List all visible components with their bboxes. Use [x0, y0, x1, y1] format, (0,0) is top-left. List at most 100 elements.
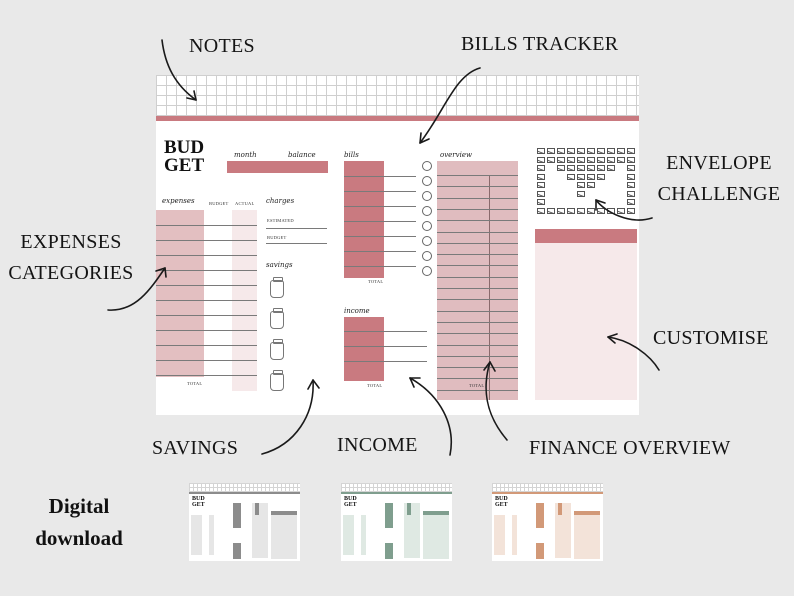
thumbnail-block	[385, 543, 393, 559]
envelope-icon	[597, 156, 605, 163]
envelope-icon	[607, 156, 615, 163]
envelope-icon	[567, 207, 575, 214]
envelope-icon	[627, 156, 635, 163]
thumbnail-block	[361, 515, 366, 555]
customise-area	[535, 243, 637, 400]
envelope-icon	[577, 190, 585, 197]
envelope-icon	[537, 190, 545, 197]
overview-row-line	[437, 175, 518, 176]
envelope-arrow	[595, 199, 653, 221]
thumbnail-block	[252, 503, 268, 558]
income-label: income	[344, 307, 370, 315]
thumbnail-block	[512, 515, 517, 555]
thumbnail-notes-grid	[189, 483, 300, 492]
savings-jar-icon	[270, 308, 284, 329]
notes-arrow	[161, 39, 197, 101]
income-total-label: TOTAL	[367, 383, 383, 388]
thumbnail-block	[423, 515, 449, 559]
envelope-icon	[627, 173, 635, 180]
estimated-label: ESTIMATED	[267, 218, 294, 223]
expense-row-line	[156, 360, 257, 361]
envelope-icon	[557, 207, 565, 214]
envelope-icon	[597, 148, 605, 154]
thumbnail-block	[423, 511, 449, 515]
bill-paid-checkbox	[422, 266, 432, 276]
thumbnail-block	[574, 515, 600, 559]
bill-row-line	[344, 206, 416, 207]
overview-row-line	[437, 333, 518, 335]
savings-jar-icon	[270, 370, 284, 391]
finance-overview-table	[437, 161, 518, 400]
savings-arrow	[261, 379, 314, 455]
envelope-icon	[537, 182, 545, 188]
envelope-icon	[587, 165, 595, 171]
income-row-line	[344, 361, 427, 362]
bill-row-line	[344, 266, 416, 267]
envelope-icon	[597, 207, 605, 214]
envelope-icon	[547, 207, 555, 214]
thumbnail-block	[255, 503, 259, 515]
overview-column-divider	[489, 175, 490, 400]
overview-row-line	[437, 367, 518, 369]
overview-row-line	[437, 378, 518, 380]
envelope-icon	[597, 165, 605, 171]
bill-paid-checkbox	[422, 221, 432, 231]
overview-row-line	[437, 299, 518, 301]
savings-label: savings	[266, 261, 293, 269]
thumbnail-block	[404, 503, 420, 558]
envelope-icon	[537, 173, 545, 180]
expense-row-line	[156, 345, 257, 346]
bill-row-line	[344, 251, 416, 252]
envelope-icon	[537, 199, 545, 205]
income-row-line	[344, 331, 427, 332]
thumbnail-block	[233, 543, 241, 559]
callout-notes: NOTES	[189, 35, 255, 57]
envelope-icon	[607, 165, 615, 171]
overview-row-line	[437, 220, 518, 222]
thumbnail-title-line1: BUD	[192, 496, 205, 502]
planner-title: BUD GET	[164, 138, 204, 175]
overview-row-line	[437, 208, 518, 210]
envelope-icon	[627, 165, 635, 171]
expense-row-line	[156, 255, 257, 256]
thumbnail-block	[209, 515, 214, 555]
envelope-icon	[557, 156, 565, 163]
expense-row-line	[156, 225, 257, 226]
envelope-icon	[627, 199, 635, 205]
budget-column-header: BUDGET	[209, 201, 229, 206]
envelope-icon	[557, 165, 565, 171]
overview-row-line	[437, 355, 518, 357]
bills-label: bills	[344, 151, 359, 159]
digital-download-label: Digital download	[35, 494, 123, 550]
thumbnail-header-bar	[492, 492, 603, 494]
overview-row-line	[437, 242, 518, 244]
income-row-line	[344, 346, 427, 347]
callout-customise: CUSTOMISE	[653, 327, 769, 349]
thumbnail-block	[343, 515, 354, 555]
envelope-icon	[537, 156, 545, 163]
envelope-icon	[617, 148, 625, 154]
overview-row-line	[437, 265, 518, 267]
charges-label: charges	[266, 197, 295, 205]
envelope-icon	[597, 173, 605, 180]
bill-row-line	[344, 176, 416, 177]
callout-savings: SAVINGS	[152, 437, 239, 459]
expense-row-line	[156, 330, 257, 331]
thumbnail-header-bar	[341, 492, 452, 494]
overview-row-line	[437, 344, 518, 346]
expense-row-line	[156, 285, 257, 286]
thumbnail-header-bar	[189, 492, 300, 494]
envelope-icon	[577, 182, 585, 188]
expense-row-line	[156, 270, 257, 271]
bill-row-line	[344, 221, 416, 222]
envelope-icon	[577, 156, 585, 163]
month-label: month	[234, 151, 257, 159]
envelope-icon	[577, 173, 585, 180]
envelope-icon	[537, 207, 545, 214]
customise-arrow	[607, 336, 660, 371]
envelope-icon	[587, 207, 595, 214]
